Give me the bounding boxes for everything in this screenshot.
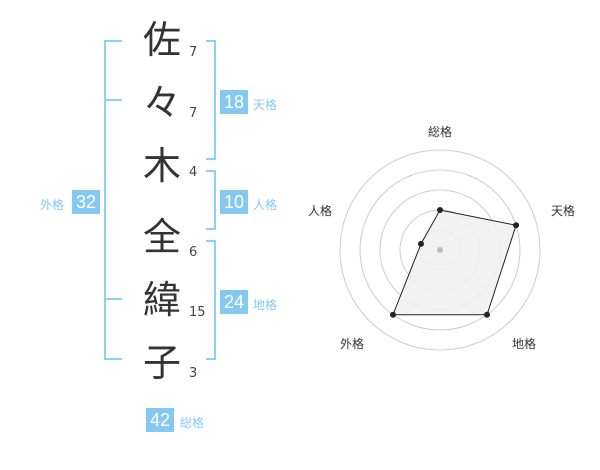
chikaku-value-badge: 24 — [220, 290, 248, 314]
gaikaku-value-badge: 32 — [72, 190, 100, 214]
radar-point-4 — [417, 240, 424, 247]
fortune-radar-chart — [339, 149, 541, 351]
stroke-count-1: 7 — [189, 45, 198, 60]
stroke-count-6: 3 — [189, 366, 198, 381]
radar-point-0 — [437, 207, 443, 213]
radar-label-soukaku: 総格 — [428, 125, 453, 139]
radar-point-1 — [513, 222, 520, 229]
radar-label-jinkaku: 人格 — [308, 204, 333, 218]
stroke-count-4: 6 — [189, 245, 198, 260]
name-char-1: 佐 — [142, 18, 181, 62]
gaikaku-label: 外格 — [40, 198, 65, 212]
soukaku-value-badge: 42 — [146, 408, 174, 432]
radar-point-3 — [389, 311, 396, 318]
stroke-count-5: 15 — [189, 305, 206, 320]
jinkaku-label: 人格 — [253, 198, 278, 212]
name-char-6: 子 — [142, 341, 181, 385]
tenkaku-label: 天格 — [253, 98, 278, 112]
tenkaku-value-badge: 18 — [220, 90, 248, 114]
radar-grid-ring — [339, 149, 541, 351]
radar-center-dot — [437, 247, 443, 253]
stroke-count-2: 7 — [189, 106, 198, 121]
stroke-count-3: 4 — [189, 165, 198, 180]
radar-label-gaikaku: 外格 — [340, 337, 365, 351]
radar-points — [389, 207, 520, 318]
chikaku-label: 地格 — [253, 298, 278, 312]
name-char-3: 木 — [142, 144, 181, 188]
soukaku-label: 総格 — [180, 416, 205, 430]
jinkaku-value-badge: 10 — [220, 190, 248, 214]
name-char-2: 々 — [142, 81, 181, 125]
name-char-4: 全 — [142, 215, 181, 259]
radar-label-chikaku: 地格 — [512, 337, 537, 351]
name-char-5: 緯 — [142, 278, 181, 322]
radar-label-tenkaku: 天格 — [551, 204, 576, 218]
radar-polygon — [392, 209, 517, 316]
radar-grid-ring — [359, 169, 521, 331]
radar-point-2 — [484, 311, 491, 318]
